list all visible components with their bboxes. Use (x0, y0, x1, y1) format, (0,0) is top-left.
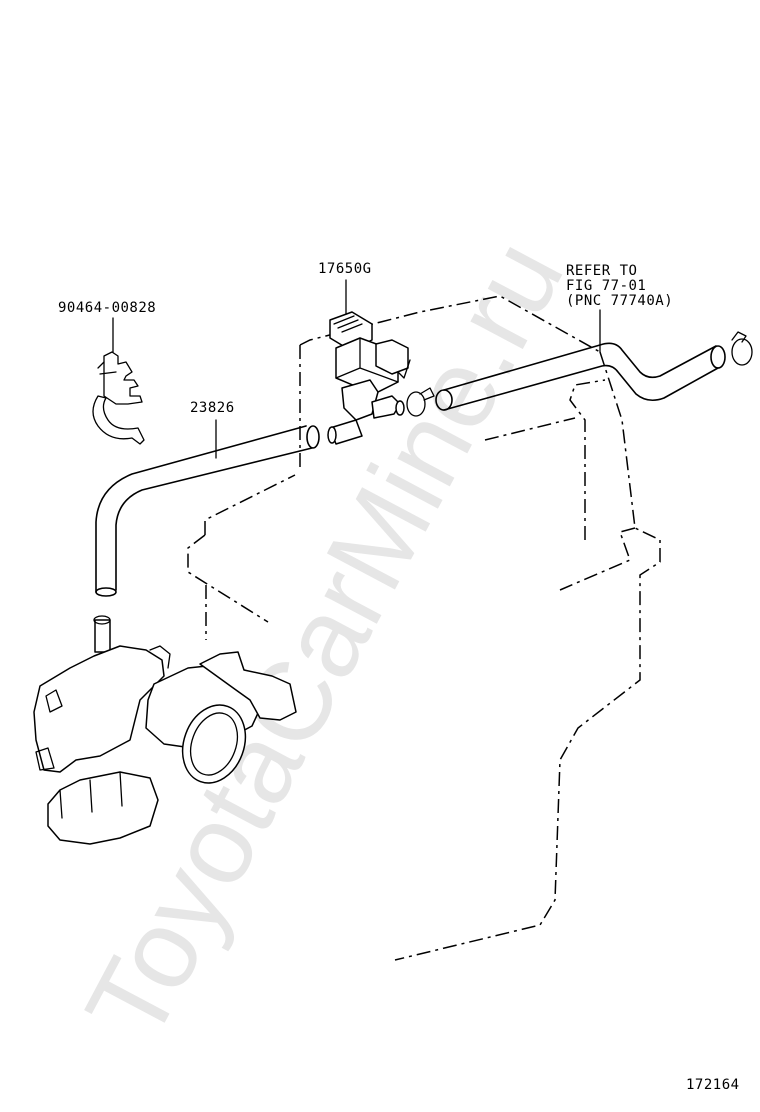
refer-line-3: (PNC 77740A) (566, 293, 674, 309)
hose-part (95, 425, 320, 597)
hose-clamps (406, 331, 753, 417)
clamp-part (92, 351, 145, 445)
part-number-clamp: 90464-00828 (58, 300, 157, 316)
throttle-body-assembly (33, 615, 297, 845)
part-number-valve: 17650G (318, 261, 372, 277)
refer-line-1: REFER TO (566, 263, 638, 279)
part-number-hose: 23826 (190, 400, 235, 416)
vacuum-switching-valve (327, 311, 411, 445)
refer-line-2: FIG 77-01 (566, 278, 647, 294)
leader-lines (112, 279, 601, 459)
figure-number: 172164 (686, 1077, 740, 1093)
connecting-hose (435, 342, 726, 411)
engine-phantom-outline (187, 295, 661, 961)
